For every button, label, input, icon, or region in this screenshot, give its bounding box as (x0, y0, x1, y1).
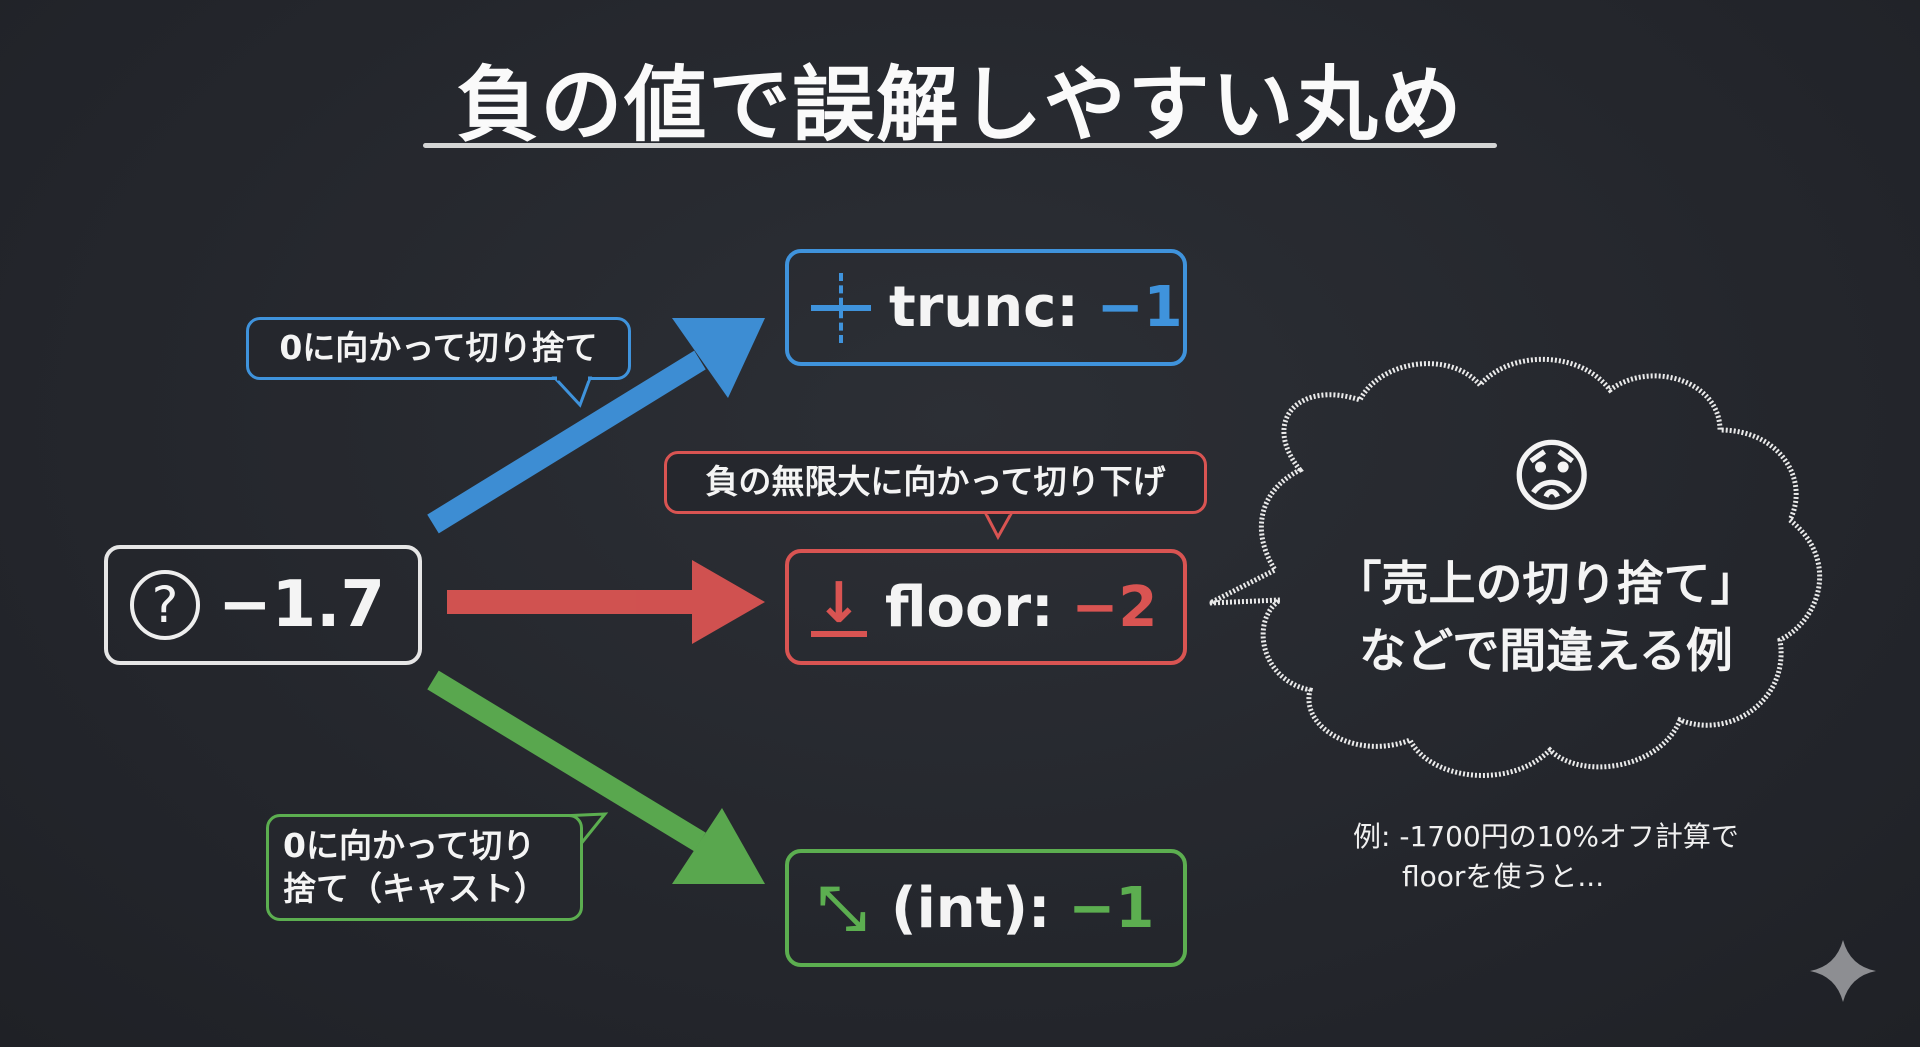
int-note-line2: 捨て（キャスト） (283, 868, 547, 908)
floor-label: floor: (885, 574, 1054, 640)
trunc-note-bubble: 0に向かって切り捨て (246, 317, 631, 380)
example-line2: floorを使うと... (1402, 860, 1605, 893)
trunc-label: trunc: (889, 275, 1079, 340)
int-value: −1 (1068, 875, 1155, 941)
int-note-line1: 0に向かって切り (283, 825, 536, 865)
cloud-line1: 「売上の切り捨て」 (1334, 557, 1758, 612)
trunc-result-box: trunc: −1 (785, 249, 1187, 366)
floor-note: 負の無限大に向かって切り下げ (705, 462, 1166, 502)
arrow-to-floor (447, 560, 765, 644)
sparkle-icon (1810, 940, 1876, 1002)
floor-arrow-icon: ↓ (811, 576, 867, 637)
int-note-bubble: 0に向かって切り 捨て（キャスト） (266, 814, 583, 921)
diagonal-arrows-icon: ⤡ (818, 873, 866, 943)
thought-cloud (1208, 356, 1823, 778)
floor-note-bubble: 負の無限大に向かって切り下げ (664, 451, 1207, 514)
floor-result-box: ↓ floor: −2 (785, 549, 1187, 665)
input-value: −1.7 (218, 568, 385, 642)
example-line1: 例: -1700円の10%オフ計算で (1353, 820, 1739, 853)
input-value-box: ? −1.7 (104, 545, 422, 665)
arrow-to-int (427, 670, 765, 884)
cloud-line2: などで間違える例 (1359, 624, 1733, 679)
int-label: (int): (891, 875, 1051, 941)
page-title: 負の値で誤解しやすい丸め (456, 58, 1464, 153)
floor-value: −2 (1071, 574, 1158, 640)
title-underline (423, 143, 1497, 148)
int-result-box: ⤡ (int): −1 (785, 849, 1187, 967)
trunc-icon (811, 272, 871, 343)
trunc-value: −1 (1096, 275, 1183, 340)
question-circle-icon: ? (130, 570, 200, 640)
worried-face-emoji: 😟 (1510, 430, 1594, 523)
trunc-note: 0に向かって切り捨て (279, 328, 598, 368)
arrow-to-trunc (427, 318, 765, 534)
